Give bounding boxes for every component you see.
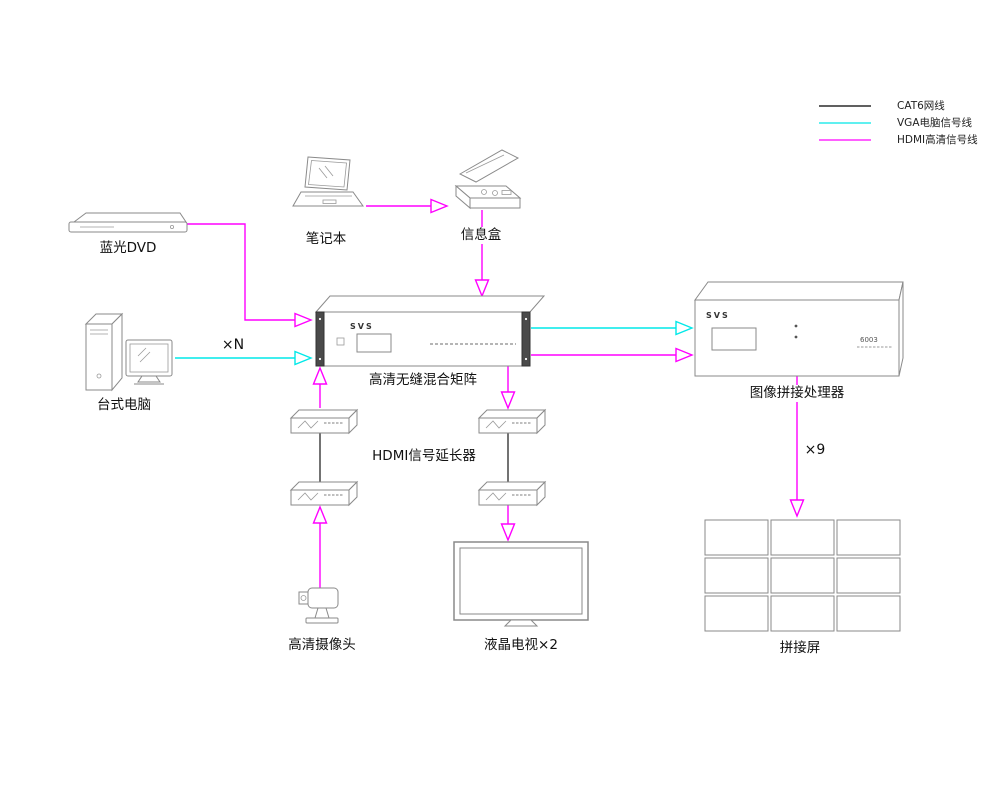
laptop-graphic bbox=[292, 156, 364, 207]
label-extender: HDMI信号延长器 bbox=[369, 448, 479, 465]
arrowhead-matrix-to-processor-hdmi bbox=[675, 347, 694, 363]
processor-model-text: 6003 bbox=[860, 336, 878, 344]
arrowhead-infobox-to-matrix bbox=[474, 279, 490, 298]
device-processor: SVS 6003 bbox=[690, 276, 908, 386]
device-camera bbox=[296, 576, 348, 632]
vga-line-swatch bbox=[819, 121, 871, 124]
arrowhead-matrix-to-extender bbox=[500, 391, 516, 410]
label-laptop: 笔记本 bbox=[302, 231, 350, 248]
matrix-graphic: SVS bbox=[314, 295, 546, 367]
device-extender-left-top bbox=[286, 408, 362, 442]
tv-screen bbox=[459, 547, 583, 615]
arrowhead-matrix-to-processor-vga bbox=[675, 320, 694, 336]
legend-label-hdmi: HDMI高清信号线 bbox=[897, 134, 978, 146]
label-infobox: 信息盒 bbox=[457, 227, 505, 244]
arrowhead-laptop-to-infobox bbox=[430, 198, 449, 214]
rack-ear-left bbox=[315, 311, 325, 367]
arrowhead-desktop-to-matrix bbox=[294, 350, 313, 366]
processor-display bbox=[711, 327, 757, 351]
arrowhead-extender-to-matrix bbox=[312, 366, 328, 385]
label-desktop: 台式电脑 bbox=[94, 397, 154, 414]
arrowhead-extender-to-tv bbox=[500, 523, 516, 542]
legend-item-vga: VGA电脑信号线 bbox=[818, 114, 978, 131]
extender-graphic bbox=[477, 480, 547, 507]
hdmi-line-swatch bbox=[819, 138, 871, 141]
annotation-vga-count: ×N bbox=[221, 337, 245, 353]
infobox-lid bbox=[458, 149, 520, 183]
dvd-player-graphic bbox=[68, 212, 188, 233]
device-dvd-player bbox=[66, 210, 190, 240]
video-wall-graphic bbox=[704, 519, 901, 632]
label-camera: 高清摄像头 bbox=[285, 637, 359, 654]
extender-graphic bbox=[289, 480, 359, 507]
arrowhead-processor-to-wall bbox=[789, 499, 805, 518]
legend: CAT6网线 VGA电脑信号线 HDMI高清信号线 bbox=[818, 97, 978, 148]
device-tv bbox=[450, 538, 592, 634]
device-extender-left-bottom bbox=[286, 480, 362, 514]
matrix-display bbox=[356, 333, 392, 353]
cat6-line-swatch bbox=[819, 104, 871, 107]
label-matrix: 高清无缝混合矩阵 bbox=[366, 372, 480, 389]
device-video-wall bbox=[702, 516, 902, 640]
legend-item-hdmi: HDMI高清信号线 bbox=[818, 131, 978, 148]
infobox-graphic bbox=[454, 149, 522, 210]
pc-monitor bbox=[125, 339, 173, 377]
desktop-pc-graphic bbox=[84, 312, 173, 392]
rack-ear-right bbox=[521, 311, 531, 367]
label-processor: 图像拼接处理器 bbox=[746, 385, 848, 402]
wire-dvd-to-matrix bbox=[187, 223, 295, 321]
device-desktop-pc bbox=[80, 312, 180, 402]
camera-body bbox=[307, 587, 339, 609]
monitor-stand bbox=[137, 375, 161, 383]
tv-stand bbox=[503, 619, 539, 627]
label-wall: 拼接屏 bbox=[776, 640, 824, 657]
camera-graphic bbox=[298, 587, 339, 624]
camera-lens bbox=[298, 591, 309, 605]
extender-graphic bbox=[289, 408, 359, 435]
legend-label-cat6: CAT6网线 bbox=[897, 100, 945, 112]
extender-graphic bbox=[477, 408, 547, 435]
annotation-wall-count: ×9 bbox=[804, 442, 826, 458]
device-extender-right-top bbox=[474, 408, 550, 442]
arrowhead-dvd-to-matrix bbox=[294, 312, 313, 328]
processor-brand-text: SVS bbox=[706, 311, 730, 320]
laptop-screen bbox=[304, 156, 351, 191]
device-extender-right-bottom bbox=[474, 480, 550, 514]
device-matrix: SVS bbox=[310, 292, 550, 376]
laptop-keyboard bbox=[292, 191, 364, 207]
processor-graphic: SVS 6003 bbox=[694, 281, 904, 377]
label-dvd: 蓝光DVD bbox=[96, 240, 160, 257]
label-tv: 液晶电视×2 bbox=[481, 637, 561, 654]
legend-item-cat6: CAT6网线 bbox=[818, 97, 978, 114]
device-laptop bbox=[291, 154, 367, 216]
device-infobox bbox=[444, 146, 528, 216]
legend-label-vga: VGA电脑信号线 bbox=[897, 117, 973, 129]
tv-graphic bbox=[453, 541, 589, 627]
camera-base bbox=[305, 617, 339, 624]
matrix-brand-text: SVS bbox=[350, 322, 374, 331]
arrowhead-camera-to-extender bbox=[312, 505, 328, 524]
